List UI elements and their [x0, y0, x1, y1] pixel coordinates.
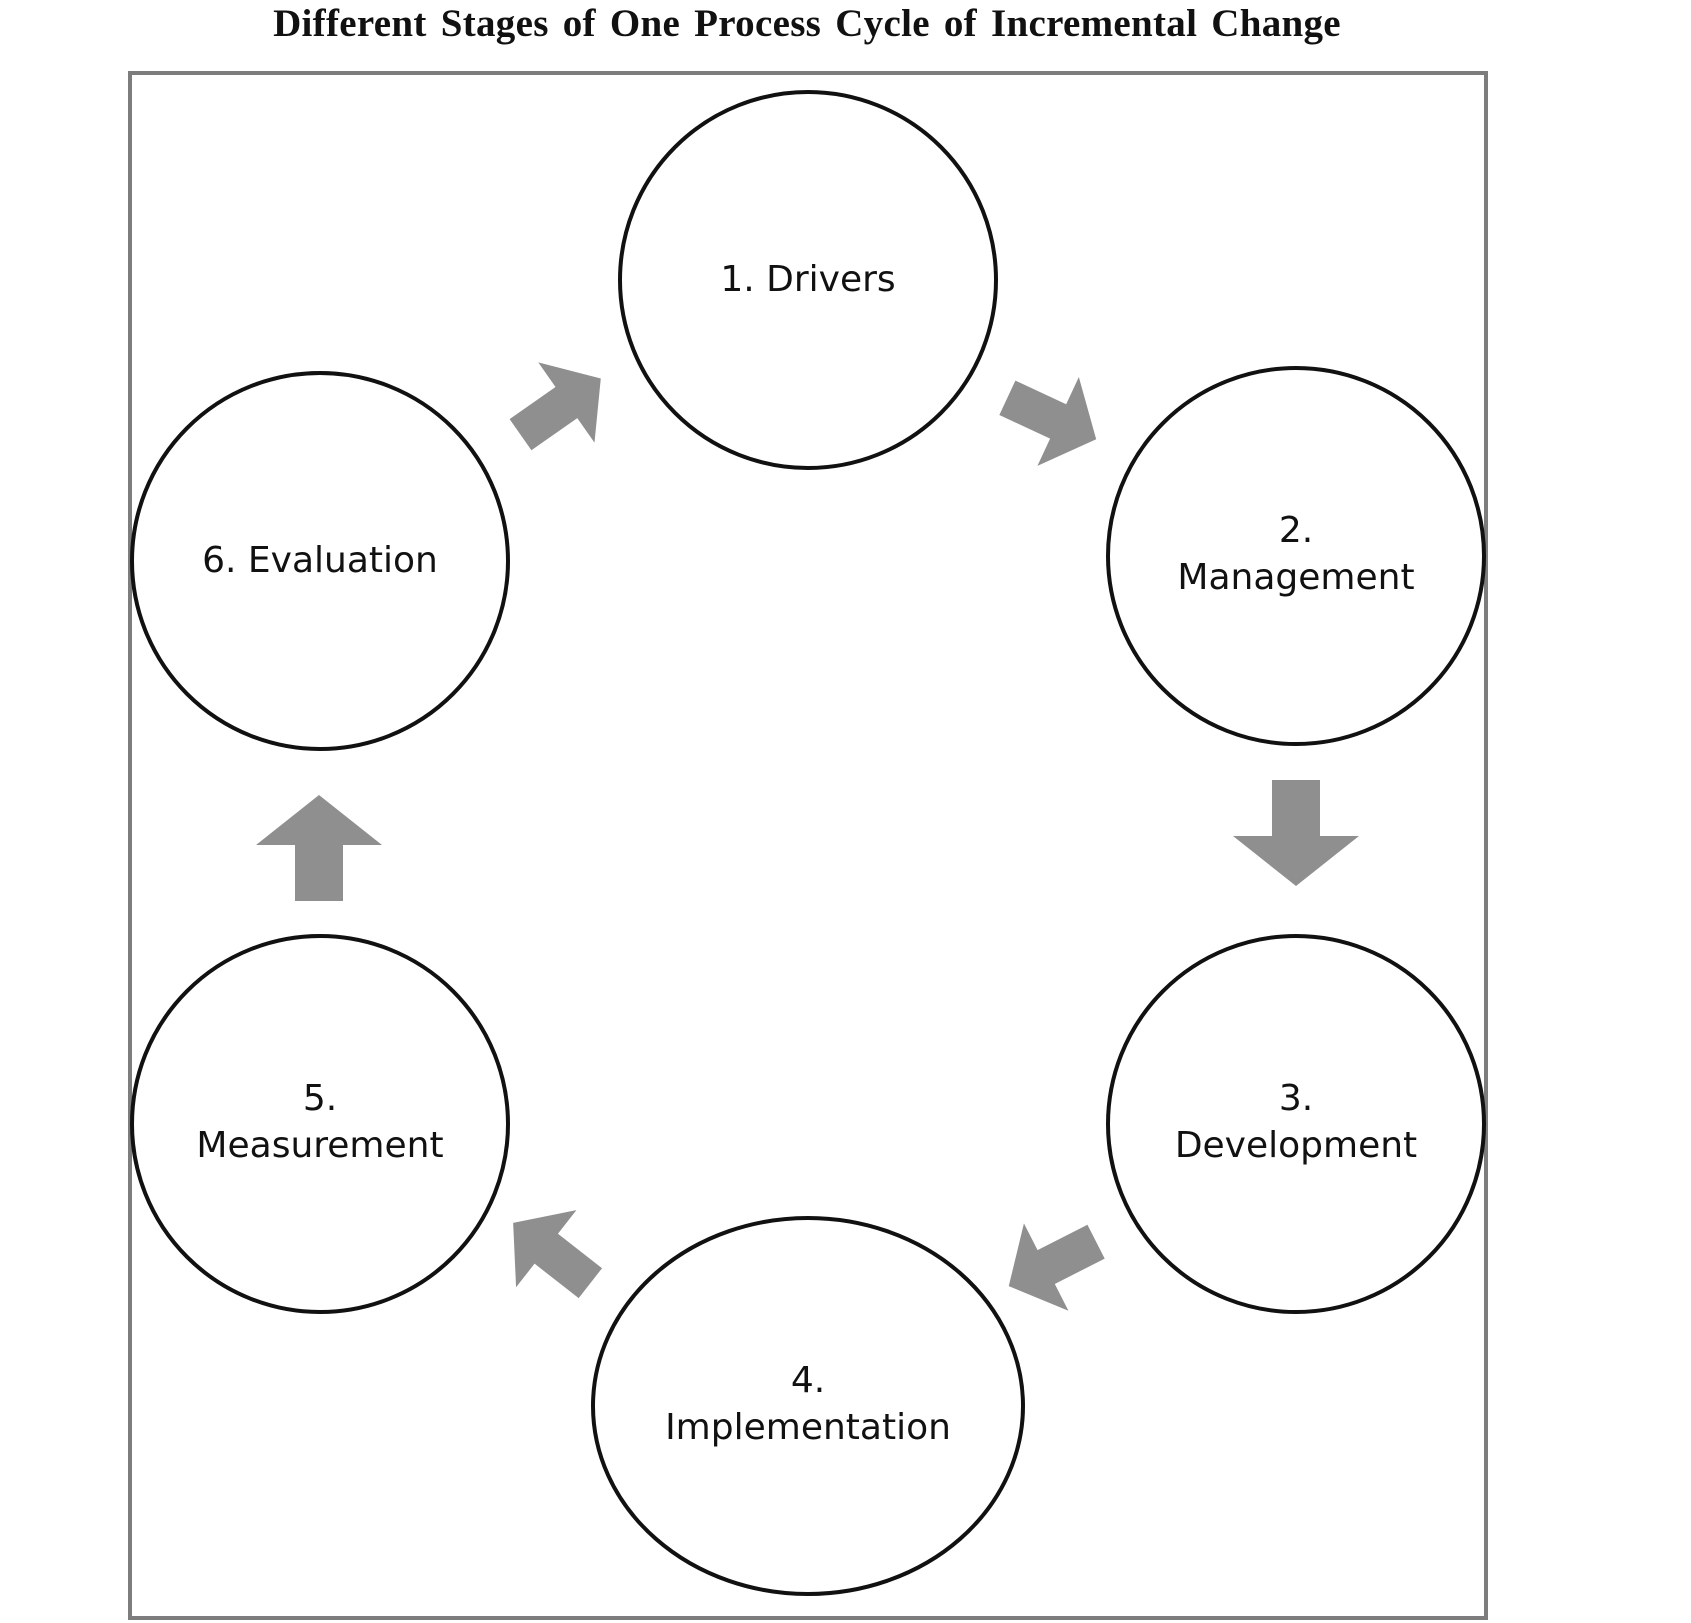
arrow-icon-evaluation-to-drivers	[509, 362, 601, 451]
stage-label-line: Implementation	[665, 1407, 951, 1448]
stage-label-line: 3.	[1279, 1078, 1313, 1119]
stage-label-line: 2.	[1279, 510, 1313, 551]
stage-circle	[130, 934, 510, 1314]
stage-management: 2. Management	[1106, 366, 1486, 746]
stage-circle	[1106, 934, 1486, 1314]
arrow-icon-drivers-to-management	[999, 377, 1097, 466]
stage-circle	[130, 371, 510, 751]
stage-label-line: Development	[1175, 1125, 1417, 1166]
arrow-icon-implementation-to-measurement	[513, 1210, 603, 1299]
stage-label-line: Management	[1177, 557, 1414, 598]
stage-implementation: 4. Implementation	[591, 1216, 1025, 1596]
stage-development: 3. Development	[1106, 934, 1486, 1314]
stage-label-line: 6. Evaluation	[202, 540, 438, 581]
stage-circle	[1106, 366, 1486, 746]
stage-evaluation: 6. Evaluation	[130, 371, 510, 751]
arrow-icon-development-to-implementation	[1008, 1223, 1105, 1311]
stage-label-line: 5.	[303, 1078, 337, 1119]
arrow-icon-measurement-to-evaluation	[256, 795, 382, 901]
stage-drivers: 1. Drivers	[618, 90, 998, 470]
stage-circle	[591, 1216, 1025, 1596]
stage-measurement: 5. Measurement	[130, 934, 510, 1314]
arrow-icon-management-to-development	[1233, 780, 1359, 886]
stage-label-line: 1. Drivers	[720, 259, 895, 300]
diagram-title: Different Stages of One Process Cycle of…	[273, 2, 1341, 45]
diagram-frame	[128, 71, 1488, 1620]
stage-label-line: Measurement	[196, 1125, 443, 1166]
stage-label-line: 4.	[791, 1360, 825, 1401]
stage-circle	[618, 90, 998, 470]
